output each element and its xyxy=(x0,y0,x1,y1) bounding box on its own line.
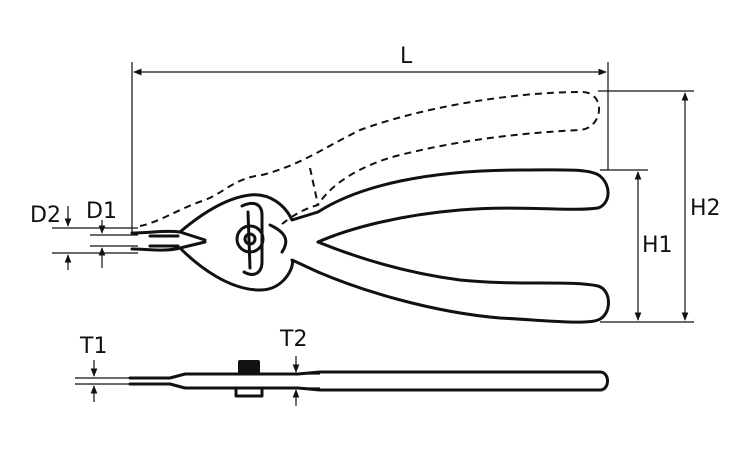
dimension-D2: D2 xyxy=(30,203,138,270)
dimension-H1: H1 xyxy=(600,169,673,321)
pliers-side-view xyxy=(75,360,609,398)
dimension-L: L xyxy=(131,44,609,235)
dimension-T1: T1 xyxy=(79,334,107,402)
dimension-H2: H2 xyxy=(598,90,721,323)
label-T2: T2 xyxy=(279,327,307,352)
open-position-outline xyxy=(139,91,600,227)
pliers-top-view xyxy=(130,168,610,324)
label-H2: H2 xyxy=(690,196,721,221)
label-T1: T1 xyxy=(79,334,107,359)
label-H1: H1 xyxy=(642,233,673,258)
dimension-D1: D1 xyxy=(86,199,138,268)
label-D1: D1 xyxy=(86,199,117,224)
dimension-T2: T2 xyxy=(279,327,307,406)
label-L: L xyxy=(400,44,413,69)
label-D2: D2 xyxy=(30,203,61,228)
